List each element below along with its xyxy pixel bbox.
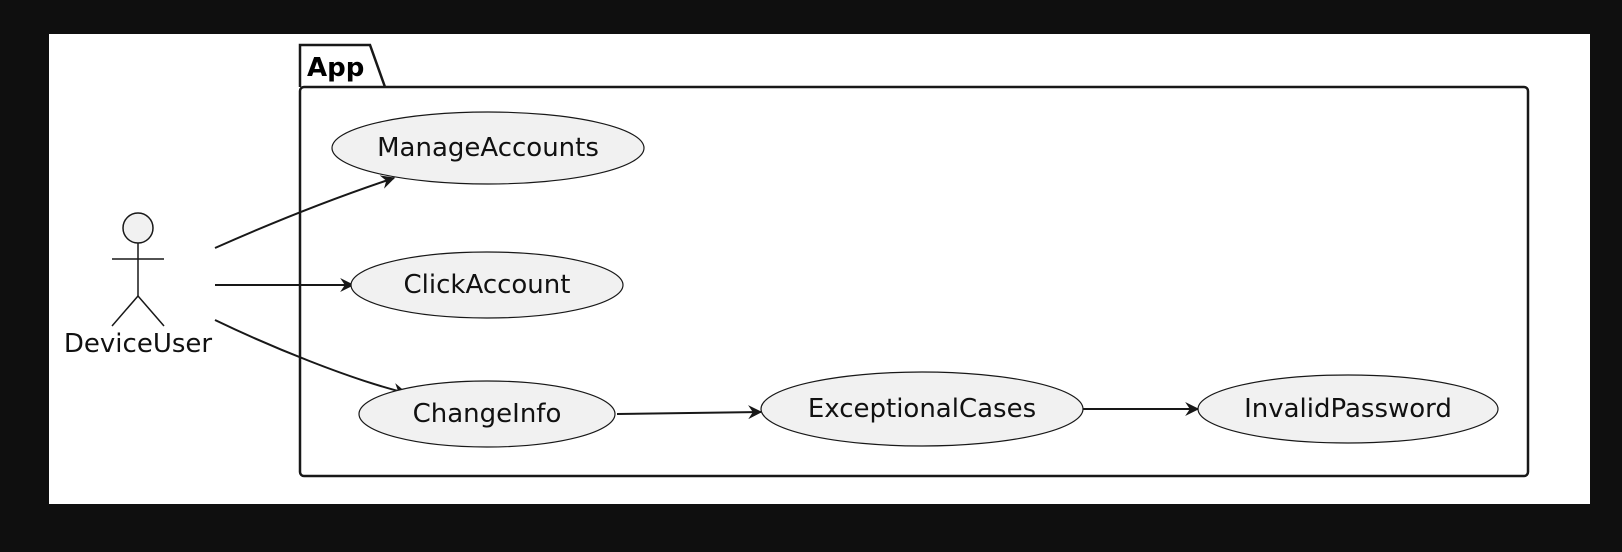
use-case-invalidpassword[interactable]: InvalidPassword (1197, 374, 1499, 444)
use-case-shape (1197, 374, 1499, 444)
relations (214, 175, 1200, 420)
package-name: App (307, 53, 364, 83)
use-case-changeinfo[interactable]: ChangeInfo (358, 380, 616, 448)
relation-actor-manageaccounts (214, 175, 396, 249)
use-case-label: ChangeInfo (413, 399, 562, 429)
use-case-shape (331, 111, 645, 185)
relation-changeinfo-exceptionalcases (616, 405, 763, 420)
use-case-manageaccounts[interactable]: ManageAccounts (331, 111, 645, 185)
relation-actor-changeinfo (214, 319, 408, 397)
diagram-canvas: App DeviceUser ManageAccounts ClickAcco (49, 34, 1590, 504)
use-case-diagram: App DeviceUser ManageAccounts ClickAcco (64, 43, 1530, 478)
actor-left-leg (111, 295, 139, 327)
actor-deviceuser[interactable]: DeviceUser (64, 212, 212, 359)
use-case-shape (760, 371, 1084, 447)
use-case-exceptionalcases[interactable]: ExceptionalCases (760, 371, 1084, 447)
actor-right-leg (137, 295, 165, 327)
use-case-label: ClickAccount (404, 270, 571, 300)
actor-head (122, 212, 154, 244)
use-case-label: ManageAccounts (377, 133, 599, 163)
use-case-shape (350, 251, 624, 319)
actor-name: DeviceUser (64, 329, 212, 359)
use-case-shape (358, 380, 616, 448)
use-case-clickaccount[interactable]: ClickAccount (350, 251, 624, 319)
package-app: App (298, 43, 1530, 478)
package-body (298, 85, 1530, 478)
use-case-label: InvalidPassword (1244, 394, 1452, 424)
use-case-label: ExceptionalCases (808, 394, 1036, 424)
package-tab (298, 43, 387, 88)
